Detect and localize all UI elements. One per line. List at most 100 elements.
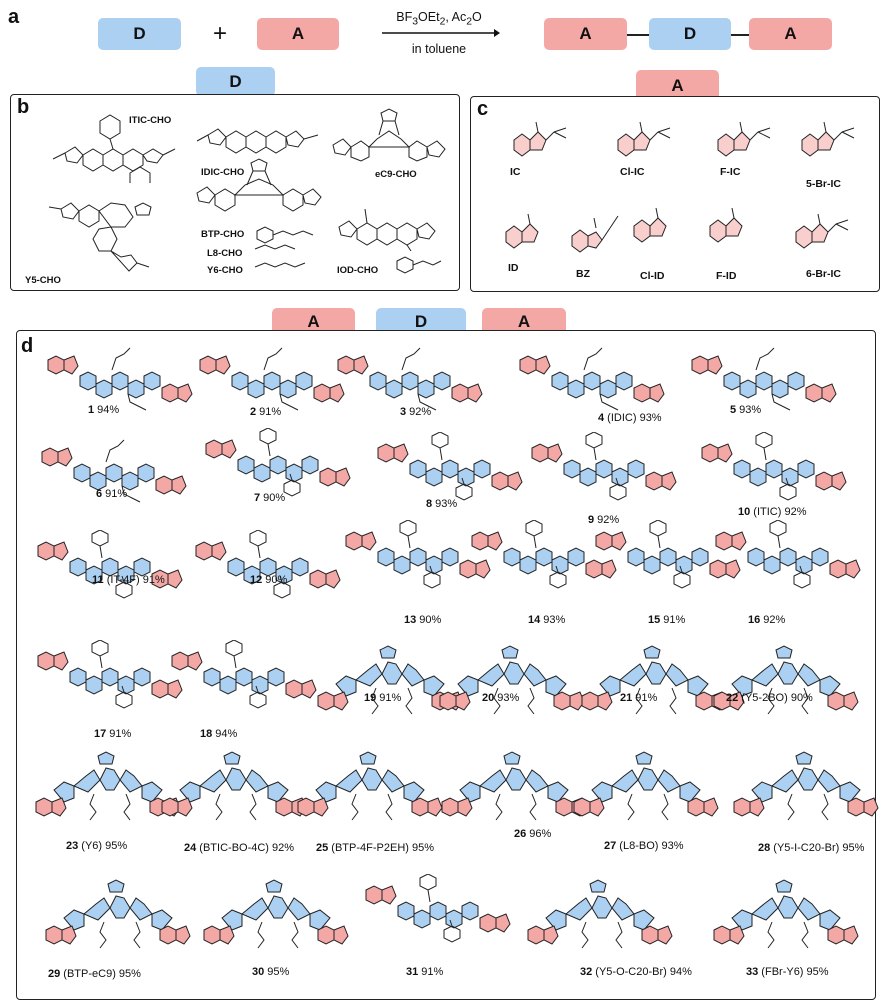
compound-structure-14 [471, 520, 617, 589]
compound-yield: 92% [594, 514, 620, 526]
compound-yield: 91% [139, 574, 165, 586]
compound-label-27: 27 (L8-BO) 93% [604, 840, 684, 852]
compound-number: 5 [730, 404, 737, 416]
compound-number: 19 [364, 692, 377, 704]
compound-label-32: 32 (Y5-O-C20-Br) 94% [580, 966, 692, 978]
compound-name: (Y5-2BO) [738, 692, 788, 704]
compound-label-22: 22 (Y5-2BO) 90% [726, 692, 813, 704]
compound-yield: 93% [658, 840, 684, 852]
compound-number: 4 [598, 412, 605, 424]
compound-label-5: 5 93% [730, 404, 761, 416]
compound-structure-1 [47, 347, 193, 411]
compound-label-31: 31 91% [406, 966, 443, 978]
compound-yield: 91% [102, 488, 128, 500]
compound-name: (BTP-eC9) [60, 968, 116, 980]
panel-c-acceptor-tag-label: A [671, 75, 684, 95]
compound-name: (BTIC-BO-4C) [196, 842, 269, 854]
compound-yield: 95% [102, 840, 128, 852]
compound-structure-8 [377, 432, 523, 501]
acceptor-structure-bz [571, 215, 619, 253]
compound-number: 7 [254, 492, 261, 504]
compound-number: 28 [758, 842, 771, 854]
compound-structure-28 [733, 751, 879, 821]
compound-structure-27 [573, 751, 719, 821]
compound-number: 27 [604, 840, 617, 852]
product-acceptor-right: A [749, 18, 832, 50]
compound-structure-30 [203, 879, 349, 949]
compound-label-9: 9 92% [588, 514, 619, 526]
compound-label-11: 11 (IT-4F) 91% [92, 574, 165, 586]
acceptor-structure-f-id [709, 207, 743, 243]
panel-d-donor-label: D [414, 311, 428, 331]
compound-yield: 93% [636, 412, 662, 424]
compound-yield: 90% [262, 574, 288, 586]
compound-label-8: 8 93% [426, 498, 457, 510]
compound-number: 33 [746, 966, 759, 978]
compound-number: 3 [400, 406, 407, 418]
compound-label-1: 1 94% [88, 404, 119, 416]
compound-label-16: 16 92% [748, 614, 785, 626]
itic-cho-structure [52, 114, 176, 183]
compound-label-21: 21 91% [620, 692, 657, 704]
compound-yield: 95% [264, 966, 290, 978]
compound-label-12: 12 90% [250, 574, 287, 586]
ec9-cho-label: eC9-CHO [375, 169, 417, 180]
compound-name: (Y6) [78, 840, 103, 852]
compound-structure-25 [297, 751, 443, 821]
compound-yield: 92% [760, 614, 786, 626]
compound-yield: 94% [94, 404, 120, 416]
compound-structure-32 [527, 879, 673, 949]
compound-yield: 96% [526, 828, 552, 840]
compound-structure-3 [337, 347, 483, 411]
scheme-acceptor-block: A [257, 18, 339, 50]
acceptor-structures-box: c [470, 96, 880, 292]
y5-cho-label: Y5-CHO [25, 275, 61, 286]
compound-yield: 91% [106, 728, 132, 740]
compound-number: 25 [316, 842, 329, 854]
acceptor-structure-ic [513, 121, 567, 157]
compound-structure-18 [171, 640, 317, 709]
compound-structure-31 [365, 874, 511, 943]
compound-label-7: 7 90% [254, 492, 285, 504]
panel-d-acceptor-left-label: A [307, 311, 320, 331]
acceptor-structure-id [505, 213, 539, 249]
compound-yield: 94% [212, 728, 238, 740]
btp-side-chains [254, 226, 314, 268]
compound-number: 10 [738, 506, 751, 518]
compound-structure-11 [37, 530, 183, 599]
compound-structure-15 [595, 520, 741, 589]
ec9-cho-structure [332, 108, 446, 162]
btp-cho-structure [196, 158, 322, 212]
compound-yield: 91% [376, 692, 402, 704]
compound-yield: 91% [660, 614, 686, 626]
compound-number: 9 [588, 514, 595, 526]
acceptor-label-f-id: F-ID [716, 270, 737, 282]
acceptor-label-6-br-ic: 6-Br-IC [806, 268, 842, 280]
compound-structure-20 [439, 645, 585, 715]
compound-number: 30 [252, 966, 265, 978]
compound-number: 29 [48, 968, 61, 980]
compound-number: 23 [66, 840, 79, 852]
panel-label-a: a [8, 6, 20, 28]
panel-b-donor-tag-label: D [229, 71, 242, 91]
compound-number: 17 [94, 728, 107, 740]
product-bond-right [731, 34, 749, 36]
panel-label-c: c [477, 98, 489, 120]
iod-cho-label: IOD-CHO [337, 265, 379, 276]
compound-yield: 91% [418, 966, 444, 978]
iod-side-chain-aryl [396, 256, 442, 274]
compound-structure-9 [531, 432, 677, 501]
acceptor-label-cl-ic: Cl-IC [620, 166, 645, 178]
compound-label-2: 2 91% [250, 406, 281, 418]
product-donor-center: D [649, 18, 731, 50]
acceptor-label-id: ID [508, 262, 519, 274]
compound-yield: 91% [256, 406, 282, 418]
compound-label-3: 3 92% [400, 406, 431, 418]
compound-structure-2 [199, 347, 345, 411]
compound-number: 32 [580, 966, 593, 978]
product-acceptor-left-label: A [579, 24, 592, 43]
compound-name: (FBr-Y6) [758, 966, 804, 978]
acceptor-label-f-ic: F-IC [720, 166, 741, 178]
compound-name: (Y5-O-C20-Br) [592, 966, 667, 978]
compound-label-15: 15 91% [648, 614, 685, 626]
